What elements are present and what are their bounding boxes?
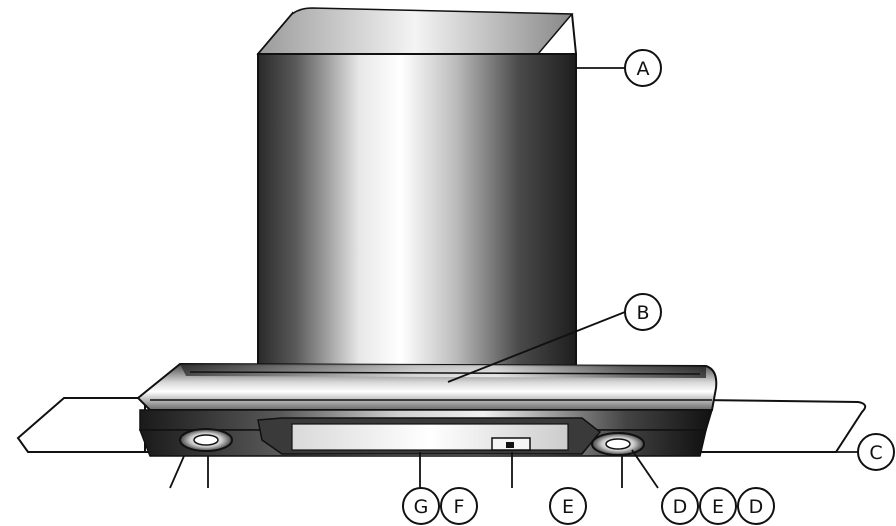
callout-e1: E xyxy=(549,487,587,525)
callout-e2-label: E xyxy=(712,496,724,518)
control-panel xyxy=(257,417,602,455)
callout-e2: E xyxy=(699,487,737,525)
callout-g-label: G xyxy=(414,496,429,518)
callout-c-label: C xyxy=(869,442,882,464)
chimney xyxy=(256,7,577,369)
callout-d1-label: D xyxy=(673,496,688,518)
callout-e1-label: E xyxy=(562,496,574,518)
control-button-indicator xyxy=(506,442,514,448)
callout-d2-label: D xyxy=(749,496,764,518)
callout-f: F xyxy=(440,487,478,525)
callout-a-label: A xyxy=(637,58,650,80)
callout-b: B xyxy=(624,293,662,331)
callout-d1: D xyxy=(661,487,699,525)
callout-b-label: B xyxy=(636,302,649,324)
callout-f-label: F xyxy=(454,496,465,518)
leader-lines xyxy=(169,67,858,489)
callout-c: C xyxy=(857,433,895,471)
callout-a: A xyxy=(624,49,662,87)
callout-g: G xyxy=(402,487,440,525)
callout-d2: D xyxy=(737,487,775,525)
